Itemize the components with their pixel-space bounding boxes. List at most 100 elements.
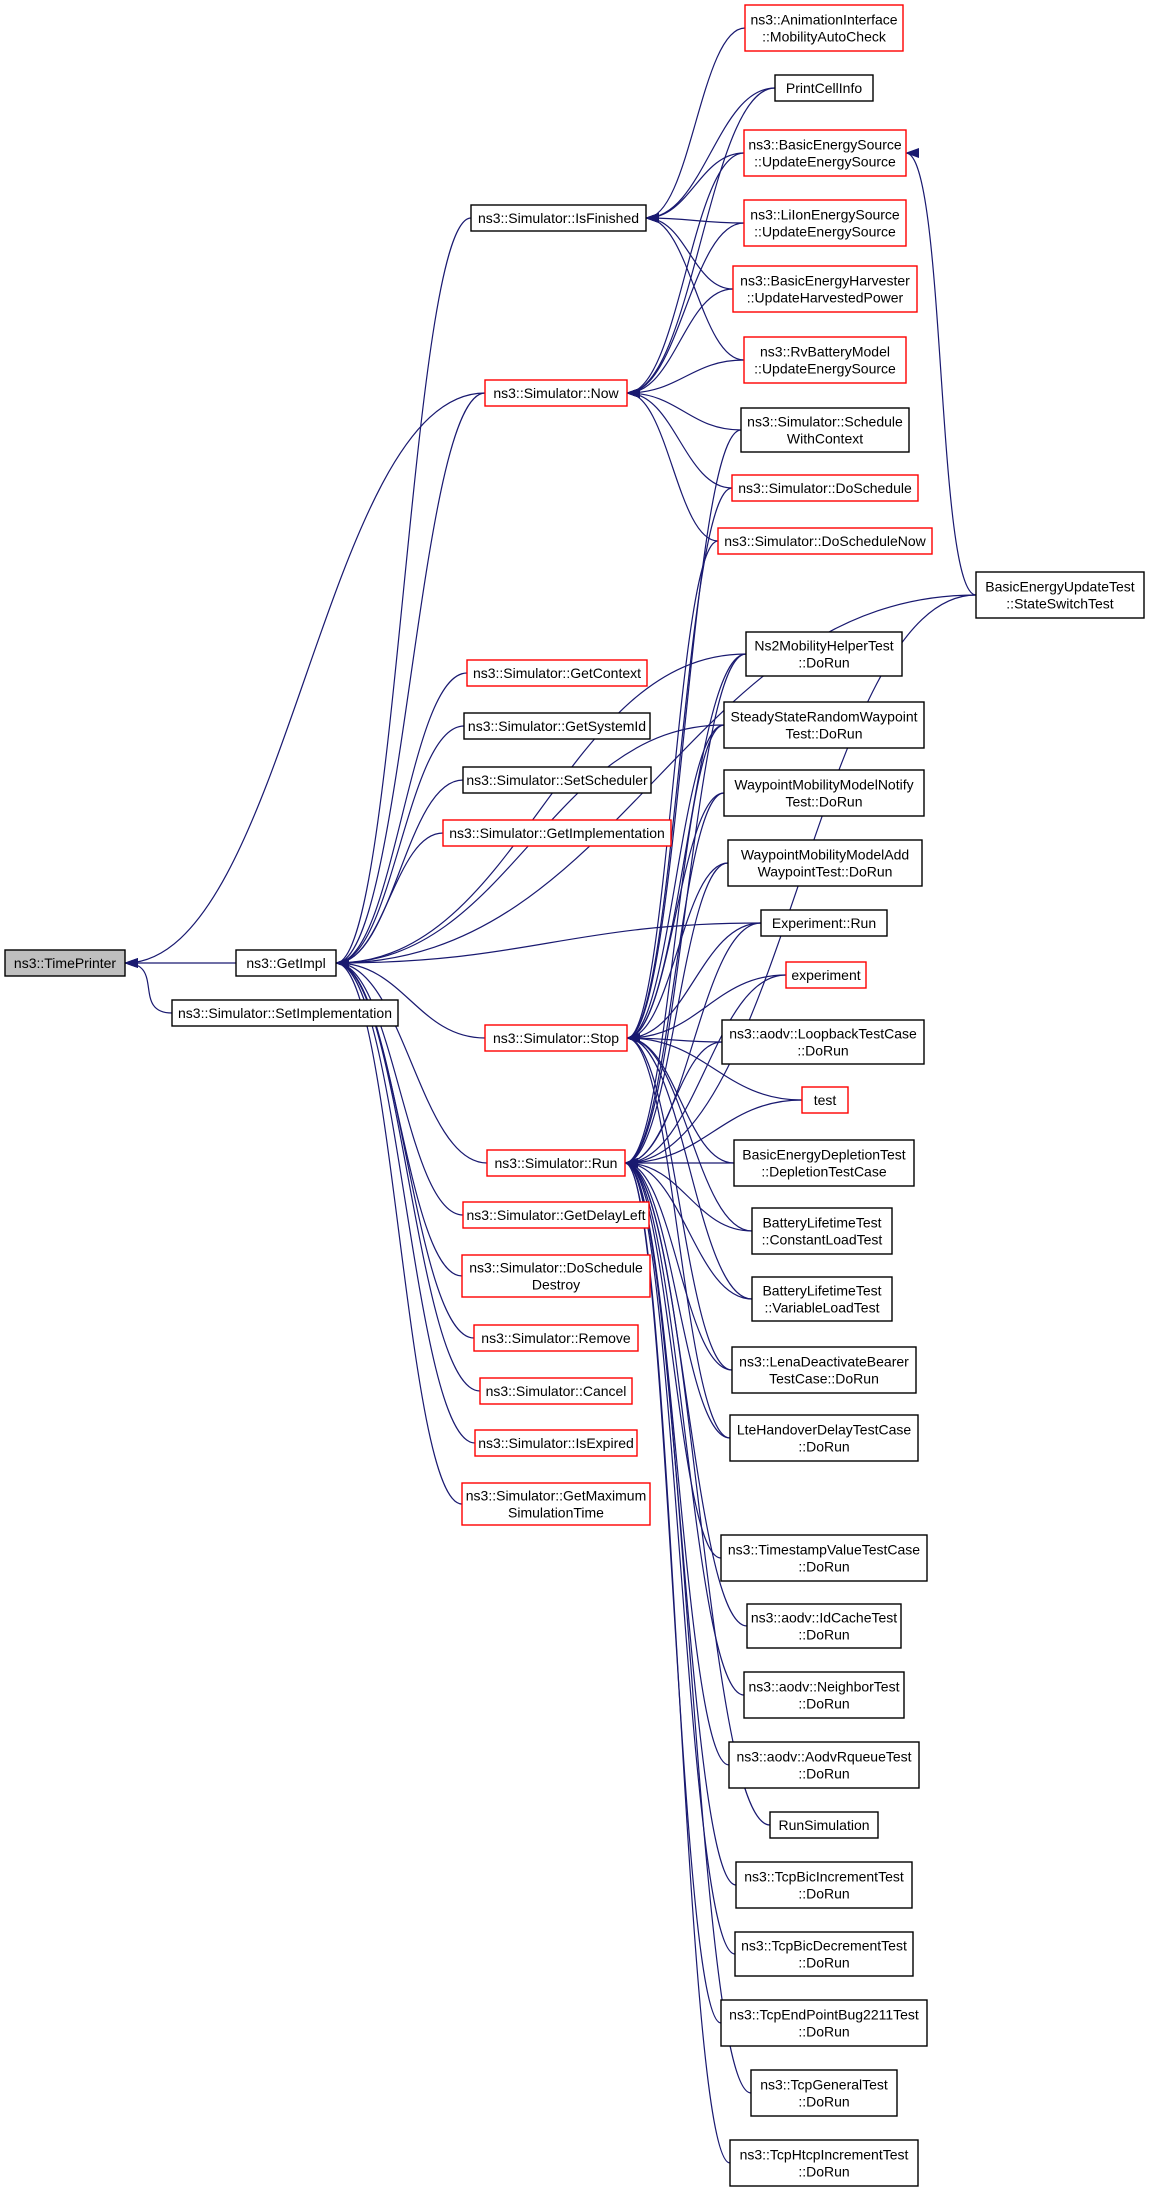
node-box[interactable] <box>473 1324 639 1352</box>
node-stop[interactable]: ns3::Simulator::Stop <box>484 1024 628 1052</box>
node-now[interactable]: ns3::Simulator::Now <box>484 379 628 407</box>
node-rvbattery[interactable]: ns3::RvBatteryModel::UpdateEnergySource <box>743 336 907 384</box>
node-remove[interactable]: ns3::Simulator::Remove <box>473 1324 639 1352</box>
node-basicenergysource[interactable]: ns3::BasicEnergySource::UpdateEnergySour… <box>743 129 907 177</box>
node-box[interactable] <box>751 1276 893 1322</box>
node-box[interactable] <box>462 766 652 794</box>
node-cancel[interactable]: ns3::Simulator::Cancel <box>479 1377 633 1405</box>
node-box[interactable] <box>769 1811 879 1839</box>
node-box[interactable] <box>785 961 867 989</box>
node-box[interactable] <box>729 1414 919 1462</box>
node-ltehandover[interactable]: LteHandoverDelayTestCase::DoRun <box>729 1414 919 1462</box>
node-box[interactable] <box>727 839 923 887</box>
node-run[interactable]: ns3::Simulator::Run <box>486 1149 626 1177</box>
node-box[interactable] <box>975 571 1145 619</box>
node-box[interactable] <box>723 701 925 749</box>
node-box[interactable] <box>484 1024 628 1052</box>
node-box[interactable] <box>740 407 910 453</box>
node-box[interactable] <box>461 1254 651 1298</box>
node-experimentrun[interactable]: Experiment::Run <box>760 909 888 937</box>
node-basicenergyharvester[interactable]: ns3::BasicEnergyHarvester::UpdateHarvest… <box>732 265 918 313</box>
node-animinterface[interactable]: ns3::AnimationInterface::MobilityAutoChe… <box>744 4 904 52</box>
node-timestamp[interactable]: ns3::TimestampValueTestCase::DoRun <box>720 1534 928 1582</box>
node-doschedule[interactable]: ns3::Simulator::DoSchedule <box>731 474 919 502</box>
node-getcontext[interactable]: ns3::Simulator::GetContext <box>466 659 648 687</box>
node-box[interactable] <box>751 1207 893 1255</box>
node-box[interactable] <box>461 1482 651 1526</box>
node-box[interactable] <box>743 199 907 247</box>
node-ns2mobility[interactable]: Ns2MobilityHelperTest::DoRun <box>745 631 903 677</box>
node-box[interactable] <box>462 1201 650 1229</box>
node-box[interactable] <box>743 336 907 384</box>
node-box[interactable] <box>734 1931 914 1977</box>
node-getsystemid[interactable]: ns3::Simulator::GetSystemId <box>463 712 651 740</box>
node-lionenergysource[interactable]: ns3::LiIonEnergySource::UpdateEnergySour… <box>743 199 907 247</box>
node-idcache[interactable]: ns3::aodv::IdCacheTest::DoRun <box>746 1603 902 1649</box>
node-test[interactable]: test <box>801 1086 849 1114</box>
node-box[interactable] <box>235 949 337 977</box>
node-depletion[interactable]: BasicEnergyDepletionTest::DepletionTestC… <box>733 1139 915 1187</box>
node-box[interactable] <box>750 2069 898 2117</box>
node-box[interactable] <box>723 769 925 817</box>
node-bicdec[interactable]: ns3::TcpBicDecrementTest::DoRun <box>734 1931 914 1977</box>
node-rqueue[interactable]: ns3::aodv::AodvRqueueTest::DoRun <box>728 1741 920 1789</box>
node-box[interactable] <box>442 819 672 847</box>
node-experiment[interactable]: experiment <box>785 961 867 989</box>
node-box[interactable] <box>479 1377 633 1405</box>
node-printcellinfo[interactable]: PrintCellInfo <box>774 74 874 102</box>
node-box[interactable] <box>720 1534 928 1582</box>
node-basicenergyupdatetest[interactable]: BasicEnergyUpdateTest::StateSwitchTest <box>975 571 1145 619</box>
node-box[interactable] <box>743 1671 905 1719</box>
node-box[interactable] <box>717 527 933 555</box>
node-box[interactable] <box>486 1149 626 1177</box>
node-box[interactable] <box>774 74 874 102</box>
node-getimplementation[interactable]: ns3::Simulator::GetImplementation <box>442 819 672 847</box>
node-box[interactable] <box>4 949 126 977</box>
node-box[interactable] <box>720 1999 928 2047</box>
node-box[interactable] <box>745 631 903 677</box>
node-variableload[interactable]: BatteryLifetimeTest::VariableLoadTest <box>751 1276 893 1322</box>
node-constantload[interactable]: BatteryLifetimeTest::ConstantLoadTest <box>751 1207 893 1255</box>
node-box[interactable] <box>484 379 628 407</box>
node-setscheduler[interactable]: ns3::Simulator::SetScheduler <box>462 766 652 794</box>
node-setimpl[interactable]: ns3::Simulator::SetImplementation <box>171 999 399 1027</box>
node-box[interactable] <box>801 1086 849 1114</box>
node-box[interactable] <box>735 1861 913 1909</box>
node-box[interactable] <box>171 999 399 1027</box>
node-isexpired[interactable]: ns3::Simulator::IsExpired <box>474 1429 638 1457</box>
node-box[interactable] <box>746 1603 902 1649</box>
node-box[interactable] <box>733 1139 915 1187</box>
node-htcp[interactable]: ns3::TcpHtcpIncrementTest::DoRun <box>729 2139 919 2187</box>
node-box[interactable] <box>732 265 918 313</box>
node-isfinished[interactable]: ns3::Simulator::IsFinished <box>470 204 647 232</box>
node-loopback[interactable]: ns3::aodv::LoopbackTestCase::DoRun <box>721 1019 925 1065</box>
node-tcpgeneral[interactable]: ns3::TcpGeneralTest::DoRun <box>750 2069 898 2117</box>
node-getimpl[interactable]: ns3::GetImpl <box>235 949 337 977</box>
node-box[interactable] <box>731 474 919 502</box>
node-box[interactable] <box>729 2139 919 2187</box>
node-box[interactable] <box>743 129 907 177</box>
node-box[interactable] <box>744 4 904 52</box>
node-getdelayleft[interactable]: ns3::Simulator::GetDelayLeft <box>462 1201 650 1229</box>
node-runsimulation[interactable]: RunSimulation <box>769 1811 879 1839</box>
node-endpoint[interactable]: ns3::TcpEndPointBug2211Test::DoRun <box>720 1999 928 2047</box>
node-box[interactable] <box>721 1019 925 1065</box>
node-box[interactable] <box>474 1429 638 1457</box>
node-box[interactable] <box>731 1346 917 1394</box>
node-neighbor[interactable]: ns3::aodv::NeighborTest::DoRun <box>743 1671 905 1719</box>
node-box[interactable] <box>466 659 648 687</box>
node-doschedulenow[interactable]: ns3::Simulator::DoScheduleNow <box>717 527 933 555</box>
node-timeprinter[interactable]: ns3::TimePrinter <box>4 949 126 977</box>
node-box[interactable] <box>470 204 647 232</box>
node-bicinc[interactable]: ns3::TcpBicIncrementTest::DoRun <box>735 1861 913 1909</box>
node-waypointadd[interactable]: WaypointMobilityModelAddWaypointTest::Do… <box>727 839 923 887</box>
node-box[interactable] <box>728 1741 920 1789</box>
node-box[interactable] <box>463 712 651 740</box>
node-box[interactable] <box>760 909 888 937</box>
